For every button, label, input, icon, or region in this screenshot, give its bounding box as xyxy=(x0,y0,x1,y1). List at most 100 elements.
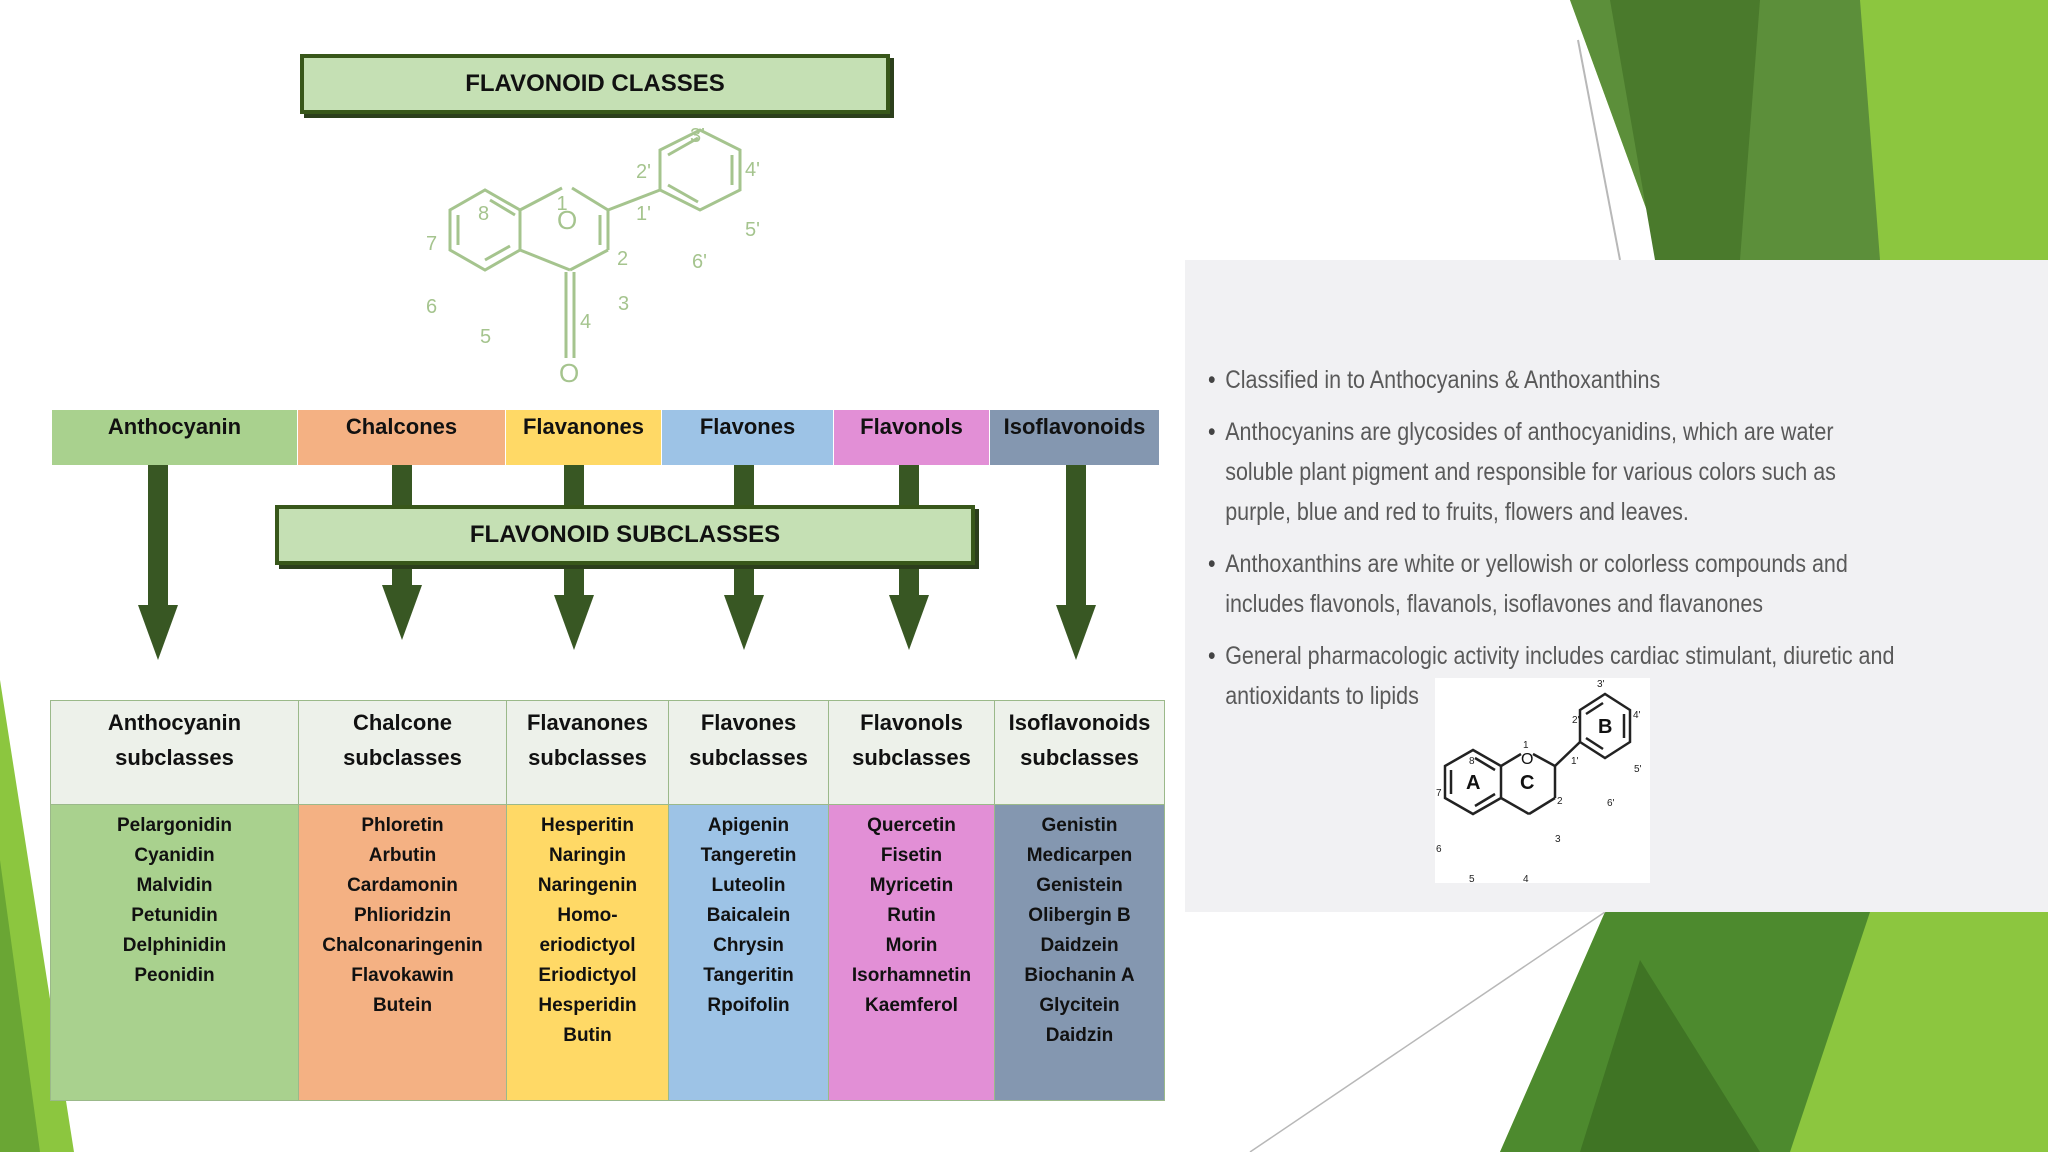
class-label: Flavanones xyxy=(522,414,645,439)
subclass-header-flavones: Flavones subclasses xyxy=(668,700,829,805)
list-item: Luteolin xyxy=(711,875,786,896)
small-position-label-6: 6 xyxy=(1436,844,1442,855)
list-item: Chrysin xyxy=(713,935,784,956)
list-item: Quercetin xyxy=(867,815,956,836)
title-text: FLAVONOID CLASSES xyxy=(465,70,725,97)
list-item: Pelargonidin xyxy=(116,815,233,836)
position-label-2-prime: 2' xyxy=(636,161,651,183)
list-item: Genistin xyxy=(1041,815,1118,836)
position-label-8: 8 xyxy=(478,203,489,225)
small-position-label-5: 5 xyxy=(1469,874,1475,883)
list-item: Biochanin A xyxy=(1024,965,1135,986)
class-cell-isoflavonoids: Isoflavonoids xyxy=(990,410,1160,465)
class-cell-flavanones: Flavanones xyxy=(506,410,662,465)
list-item: Olibergin B xyxy=(1028,905,1131,926)
small-position-label-2-prime: 2' xyxy=(1572,715,1580,726)
ring-oxygen-label: O xyxy=(557,205,577,235)
small-position-label-4-prime: 4' xyxy=(1633,710,1641,721)
list-item: Homo- xyxy=(557,905,618,926)
subclass-header-text: Flavanones subclasses xyxy=(526,710,649,770)
list-item: Hesperitin xyxy=(541,815,634,836)
subclass-header-flavonols: Flavonols subclasses xyxy=(828,700,995,805)
list-item: Eriodictyol xyxy=(538,965,637,986)
bullet-item: General pharmacologic activity includes … xyxy=(1208,636,1905,716)
position-label-6-prime: 6' xyxy=(692,251,707,273)
list-item: Genistein xyxy=(1036,875,1123,896)
list-item: Glycitein xyxy=(1039,995,1120,1016)
list-item: Baicalein xyxy=(706,905,791,926)
bullet-list: Classified in to Anthocyanins & Anthoxan… xyxy=(1208,360,1905,728)
list-item: Isorhamnetin xyxy=(851,965,972,986)
flavonoid-subclasses-title: FLAVONOID SUBCLASSES xyxy=(275,505,975,565)
small-position-label-3: 3 xyxy=(1555,834,1561,845)
position-label-2: 2 xyxy=(617,248,628,270)
list-item: Fisetin xyxy=(880,845,943,866)
list-item: Myricetin xyxy=(869,875,954,896)
list-item: Apigenin xyxy=(707,815,790,836)
list-item: Daidzin xyxy=(1045,1025,1114,1046)
list-item: Rutin xyxy=(887,905,936,926)
small-position-label-6-prime: 6' xyxy=(1607,798,1615,809)
list-item: Arbutin xyxy=(368,845,437,866)
members-flavanones: Hesperitin Naringin Naringenin Homo- eri… xyxy=(506,804,669,1101)
list-item: Cyanidin xyxy=(134,845,215,866)
position-label-3: 3 xyxy=(618,293,629,315)
list-item: Phloretin xyxy=(361,815,444,836)
small-position-label-2: 2 xyxy=(1557,796,1563,807)
small-position-label-4: 4 xyxy=(1523,874,1529,883)
subclass-header-chalcone: Chalcone subclasses xyxy=(298,700,507,805)
list-item: Cardamonin xyxy=(347,875,458,896)
members-flavones: Apigenin Tangeretin Luteolin Baicalein C… xyxy=(668,804,829,1101)
subclass-header-text: Anthocyanin subclasses xyxy=(107,710,242,770)
list-item: Petunidin xyxy=(131,905,218,926)
position-label-6: 6 xyxy=(426,296,437,318)
members-anthocyanin: Pelargonidin Cyanidin Malvidin Petunidin… xyxy=(50,804,299,1101)
small-position-label-3-prime: 3' xyxy=(1597,679,1605,690)
position-label-1-prime: 1' xyxy=(636,203,651,225)
ring-c-label: C xyxy=(1520,772,1534,794)
position-label-3-prime: 3' xyxy=(690,125,705,147)
flavone-structure-diagram: 1 2 3 4 5 6 7 8 1' 2' 3' 4' 5' 6' O O xyxy=(426,125,760,388)
list-item: Naringin xyxy=(548,845,627,866)
members-chalcones: Phloretin Arbutin Cardamonin Phlioridzin… xyxy=(298,804,507,1101)
ring-b-label: B xyxy=(1598,716,1612,738)
list-item: Delphinidin xyxy=(122,935,227,956)
class-cell-flavones: Flavones xyxy=(662,410,834,465)
subtitle-text: FLAVONOID SUBCLASSES xyxy=(469,521,781,548)
position-label-5: 5 xyxy=(480,326,491,348)
members-isoflavonoids: Genistin Medicarpen Genistein Olibergin … xyxy=(994,804,1165,1101)
list-item: Medicarpen xyxy=(1026,845,1133,866)
list-item: Chalconaringenin xyxy=(322,935,483,956)
position-label-4-prime: 4' xyxy=(745,159,760,181)
list-item: Phlioridzin xyxy=(353,905,452,926)
flavan-ring-structure: A B C 1 2 3 4 5 6 7 8 1' 2' 3' 4' 5' 6' … xyxy=(1435,678,1650,885)
small-ring-oxygen-label: O xyxy=(1521,751,1533,768)
ring-structure-svg: A B C 1 2 3 4 5 6 7 8 1' 2' 3' 4' 5' 6' … xyxy=(1436,679,1642,885)
list-item: Butin xyxy=(563,1025,612,1046)
subclass-header-text: Chalcone subclasses xyxy=(343,710,462,770)
subclass-members-row: Pelargonidin Cyanidin Malvidin Petunidin… xyxy=(50,804,1165,1101)
small-position-label-7: 7 xyxy=(1436,788,1442,799)
arrow-anthocyanin xyxy=(138,465,178,660)
class-label: Chalcones xyxy=(345,414,458,439)
class-label: Anthocyanin xyxy=(107,414,242,439)
position-label-5-prime: 5' xyxy=(745,219,760,241)
class-label: Isoflavonoids xyxy=(1003,414,1146,439)
list-item: Tangeritin xyxy=(703,965,794,986)
list-item: Butein xyxy=(372,995,433,1016)
subclass-header-text: Flavones subclasses xyxy=(689,710,808,770)
small-position-label-8: 8 xyxy=(1469,756,1475,767)
list-item: eriodictyol xyxy=(539,935,636,956)
class-cell-chalcones: Chalcones xyxy=(298,410,506,465)
list-item: Malvidin xyxy=(136,875,213,896)
list-item: Daidzein xyxy=(1040,935,1119,956)
flavonoid-classes-title: FLAVONOID CLASSES xyxy=(300,54,890,114)
list-item: Naringenin xyxy=(537,875,638,896)
position-label-1: 1 xyxy=(556,193,567,215)
ring-a-label: A xyxy=(1466,772,1480,794)
class-label: Flavones xyxy=(699,414,796,439)
bullet-item: Anthoxanthins are white or yellowish or … xyxy=(1208,544,1905,624)
subclass-header-text: Flavonols subclasses xyxy=(852,710,971,770)
list-item: Flavokawin xyxy=(351,965,454,986)
position-label-4: 4 xyxy=(580,311,591,333)
